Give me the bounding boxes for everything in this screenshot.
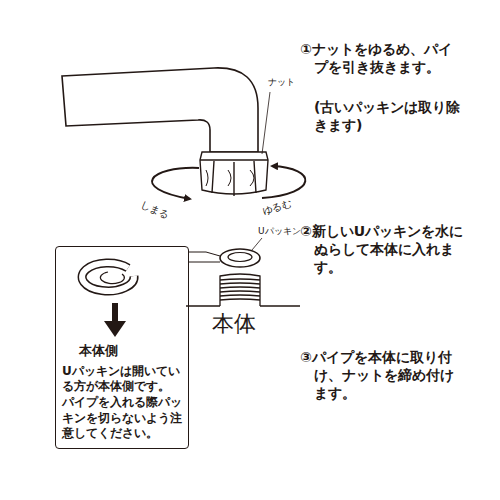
thread-line [220,283,260,284]
thread-line [220,295,260,296]
part-name: 本体 [212,310,272,339]
u-packing [220,249,260,267]
step-text: ①ナットをゆるめ、パイプを引き抜きます。 [300,40,464,76]
loosen-arrow [262,166,305,198]
part-name: Uパッキン [258,226,301,238]
packing-detail [82,263,134,291]
leader-line [252,238,262,250]
thread-line [220,279,260,280]
nut [200,152,268,196]
note-text: Uパッキンは開いている方が本体側です。 [62,364,182,395]
thread-line [220,291,260,292]
tighten-arrow [152,168,199,199]
box-heading: 本体側 [62,343,182,360]
direction-label: しまる [139,198,172,221]
callout-leader [189,252,220,256]
direction-label: ゆるむ [261,197,294,219]
body-thread [186,274,300,306]
faucet-pipe [62,68,258,152]
thread-line [220,287,260,288]
down-arrow [104,303,126,337]
note-text: パイプを入れる際パッキンを切らないよう注意してください。 [62,395,182,442]
callout-box: 本体側 Uパッキンは開いている方が本体側です。パイプを入れる際パッキンを切らないよ… [55,246,189,449]
part-name: ナット [268,77,295,89]
step-text: ②新しいUパッキンを水にぬらして本体に入れます。 [300,222,464,277]
leader-line [262,92,270,154]
thread-line [220,299,260,300]
callout-leader [189,262,220,263]
step-note: (古いパッキンは取り除きます) [314,98,464,134]
step-text: ③パイプを本体に取り付け、ナットを締め付けます。 [300,348,464,403]
